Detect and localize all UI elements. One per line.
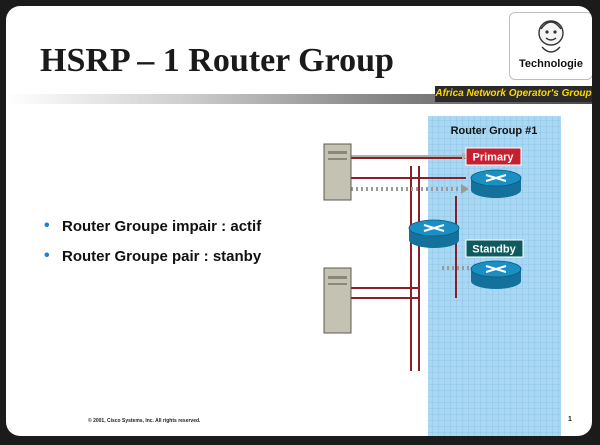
standby-label: Standby — [472, 244, 516, 256]
network-links — [351, 157, 466, 371]
brand-logo: Technologie — [509, 12, 592, 80]
router-standby-icon — [470, 260, 522, 289]
bullet-text: Router Groupe pair : stanby — [62, 248, 262, 265]
router-primary-icon — [470, 169, 522, 198]
standby-tag: Standby — [465, 239, 524, 258]
bullet-list: • Router Groupe impair : actif • Router Gr… — [44, 217, 262, 278]
bullet-text: Router Groupe impair : actif — [62, 218, 262, 235]
org-banner: Africa Network Operator's Group — [435, 86, 592, 102]
bullet-dot-icon: • — [44, 217, 50, 234]
title-underline-bar — [6, 94, 592, 104]
primary-tag: Primary — [465, 147, 522, 166]
copyright-notice: © 2001, Cisco Systems, Inc. All rights r… — [88, 418, 201, 424]
bullet-item: • Router Groupe pair : stanby — [44, 247, 262, 265]
server-bottom — [323, 267, 352, 334]
hsrp-diagram: Router Group #1 — [323, 116, 561, 436]
slide: HSRP – 1 Router Group Technologie Africa… — [6, 6, 592, 436]
server-top — [323, 143, 352, 201]
brand-label: Technologie — [519, 58, 583, 70]
page-number: 1 — [568, 416, 572, 423]
group-label: Router Group #1 — [451, 125, 538, 137]
primary-label: Primary — [473, 152, 515, 164]
slide-title: HSRP – 1 Router Group — [40, 42, 394, 79]
brand-face-icon — [538, 20, 564, 53]
bullet-dot-icon: • — [44, 247, 50, 264]
router-center-icon — [408, 219, 460, 248]
bullet-item: • Router Groupe impair : actif — [44, 217, 262, 235]
